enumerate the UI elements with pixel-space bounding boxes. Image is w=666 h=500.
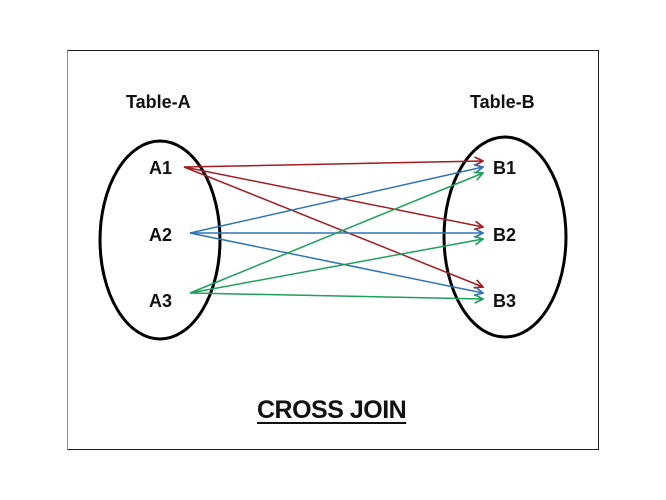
connection-a1-b3 [183, 166, 483, 287]
table-b-label: Table-B [470, 92, 535, 112]
node-a1: A1 [149, 158, 172, 178]
node-a2: A2 [149, 225, 172, 245]
node-b2: B2 [493, 225, 516, 245]
connection-a3-b3 [189, 292, 483, 299]
diagram-frame [67, 50, 599, 450]
node-a3: A3 [149, 291, 172, 311]
table-b-ellipse [442, 135, 568, 339]
connection-group [183, 161, 483, 299]
connection-a1-b2 [183, 166, 483, 227]
connection-a1-b1 [183, 161, 483, 168]
connection-a3-b2 [189, 239, 483, 294]
table-a-ellipse [98, 139, 222, 341]
table-a-label: Table-A [126, 92, 191, 112]
diagram-title: CROSS JOIN [257, 396, 407, 424]
connection-a2-b1 [189, 167, 483, 234]
connection-a2-b3 [189, 232, 483, 293]
node-b1: B1 [493, 158, 516, 178]
connection-a3-b1 [189, 173, 483, 294]
node-b3: B3 [493, 291, 516, 311]
